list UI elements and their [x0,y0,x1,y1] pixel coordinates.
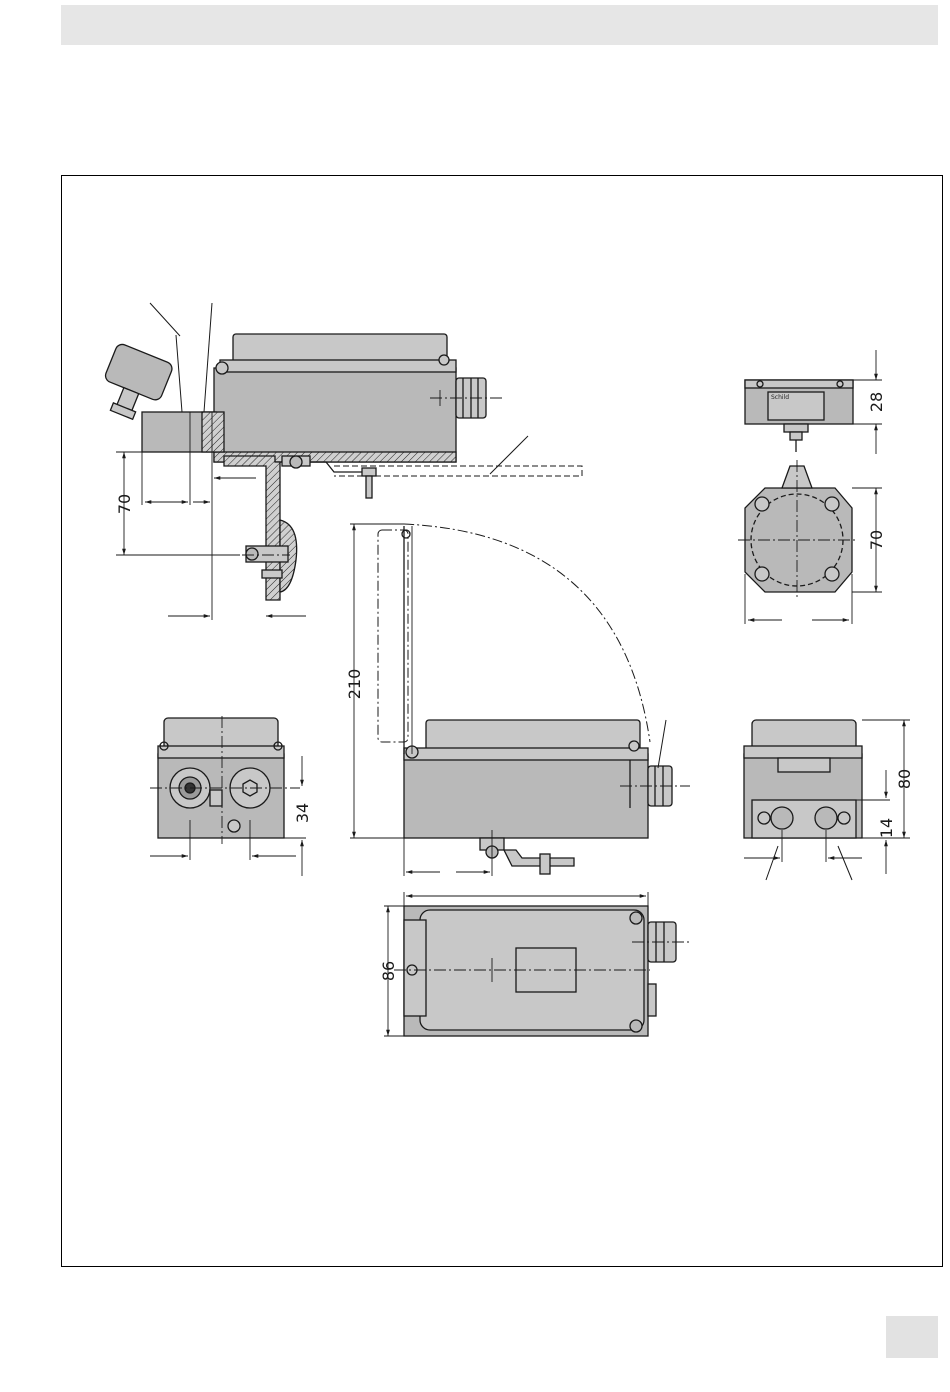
sensor-top-view [738,460,882,624]
dim-28: 28 [867,392,886,412]
right-end-view [744,720,910,880]
dim-80: 80 [895,769,914,789]
dim-14: 14 [877,818,896,838]
sensor-front-view [745,350,882,454]
side-view [94,303,582,620]
schild-label: Schild [771,394,789,401]
dim-210: 210 [345,669,364,700]
dim-70-side: 70 [115,494,134,514]
dim-86: 86 [379,961,398,981]
left-end-view [150,716,306,876]
bottom-top-view [384,892,690,1036]
dim-34: 34 [293,803,312,823]
center-front-view [350,524,690,876]
side-housing [214,368,456,462]
dim-70-sensor: 70 [867,530,886,550]
